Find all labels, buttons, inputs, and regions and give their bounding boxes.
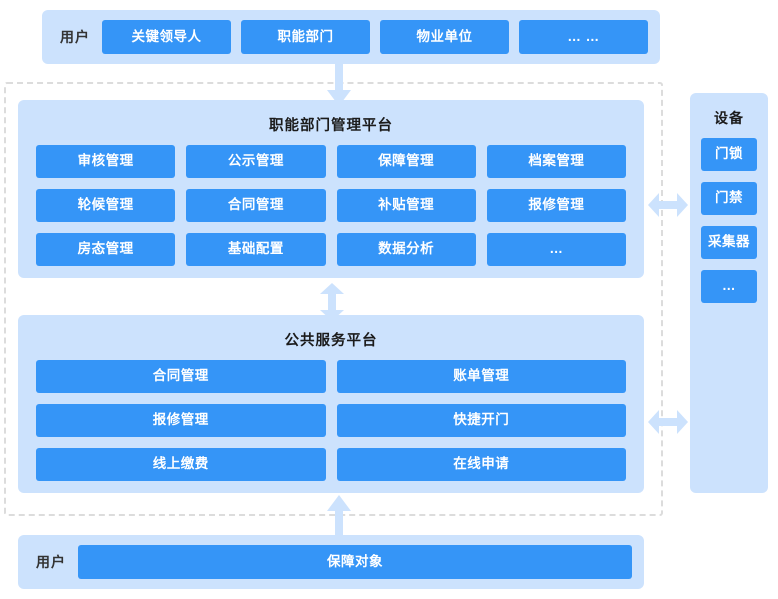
public-service-platform-panel: 公共服务平台 合同管理 账单管理 报修管理 快捷开门 线上缴费 在线申请 <box>18 315 644 493</box>
mgmt-box-data-analysis[interactable]: 数据分析 <box>336 233 476 266</box>
management-platform-grid: 审核管理 公示管理 保障管理 档案管理 轮候管理 合同管理 补贴管理 报修管理 … <box>18 145 644 282</box>
pub-box-contract[interactable]: 合同管理 <box>36 360 326 393</box>
user-box-others[interactable]: … … <box>519 20 648 54</box>
management-platform-title: 职能部门管理平台 <box>269 118 393 134</box>
user-box-key-leader[interactable]: 关键领导人 <box>102 20 231 54</box>
mgmt-box-archive[interactable]: 档案管理 <box>486 145 626 178</box>
connector-management-to-device <box>648 190 688 220</box>
connector-public-service-to-device <box>648 407 688 437</box>
mgmt-box-room-status[interactable]: 房态管理 <box>36 233 176 266</box>
management-platform-panel: 职能部门管理平台 审核管理 公示管理 保障管理 档案管理 轮候管理 合同管理 补… <box>18 100 644 278</box>
pub-box-online-application[interactable]: 在线申请 <box>336 448 626 481</box>
mgmt-box-audit[interactable]: 审核管理 <box>36 145 176 178</box>
user-box-guaranteed-object[interactable]: 保障对象 <box>78 545 632 579</box>
connector-bottom-user-to-public-service <box>325 495 353 539</box>
mgmt-box-contract[interactable]: 合同管理 <box>186 189 326 222</box>
device-box-access-control[interactable]: 门禁 <box>701 182 757 215</box>
top-user-row-label: 用户 <box>60 29 90 45</box>
user-box-property-unit[interactable]: 物业单位 <box>380 20 509 54</box>
mgmt-box-repair[interactable]: 报修管理 <box>486 189 626 222</box>
mgmt-box-subsidy[interactable]: 补贴管理 <box>336 189 476 222</box>
device-panel-title: 设备 <box>714 110 744 126</box>
bottom-user-row-items: 保障对象 <box>78 545 632 579</box>
mgmt-box-basic-config[interactable]: 基础配置 <box>186 233 326 266</box>
pub-box-bill[interactable]: 账单管理 <box>336 360 626 393</box>
pub-box-repair[interactable]: 报修管理 <box>36 404 326 437</box>
top-user-row: 用户 关键领导人 职能部门 物业单位 … … <box>42 10 660 64</box>
user-box-functional-department[interactable]: 职能部门 <box>241 20 370 54</box>
system-boundary-dashed-region <box>4 82 663 516</box>
device-box-more[interactable]: … <box>701 270 757 303</box>
bottom-user-row-label: 用户 <box>36 554 66 570</box>
device-panel-list: 门锁 门禁 采集器 … <box>690 138 768 303</box>
mgmt-box-waitlist[interactable]: 轮候管理 <box>36 189 176 222</box>
device-box-door-lock[interactable]: 门锁 <box>701 138 757 171</box>
device-panel: 设备 门锁 门禁 采集器 … <box>690 93 768 493</box>
device-box-collector[interactable]: 采集器 <box>701 226 757 259</box>
connector-top-user-to-management <box>325 64 353 108</box>
pub-box-online-payment[interactable]: 线上缴费 <box>36 448 326 481</box>
mgmt-box-publicity[interactable]: 公示管理 <box>186 145 326 178</box>
public-service-platform-title: 公共服务平台 <box>284 333 378 349</box>
mgmt-box-more[interactable]: … <box>486 233 626 266</box>
bottom-user-row: 用户 保障对象 <box>18 535 644 589</box>
top-user-row-items: 关键领导人 职能部门 物业单位 … … <box>102 20 648 54</box>
mgmt-box-guarantee[interactable]: 保障管理 <box>336 145 476 178</box>
public-service-platform-grid: 合同管理 账单管理 报修管理 快捷开门 线上缴费 在线申请 <box>18 360 644 497</box>
pub-box-quick-open-door[interactable]: 快捷开门 <box>336 404 626 437</box>
